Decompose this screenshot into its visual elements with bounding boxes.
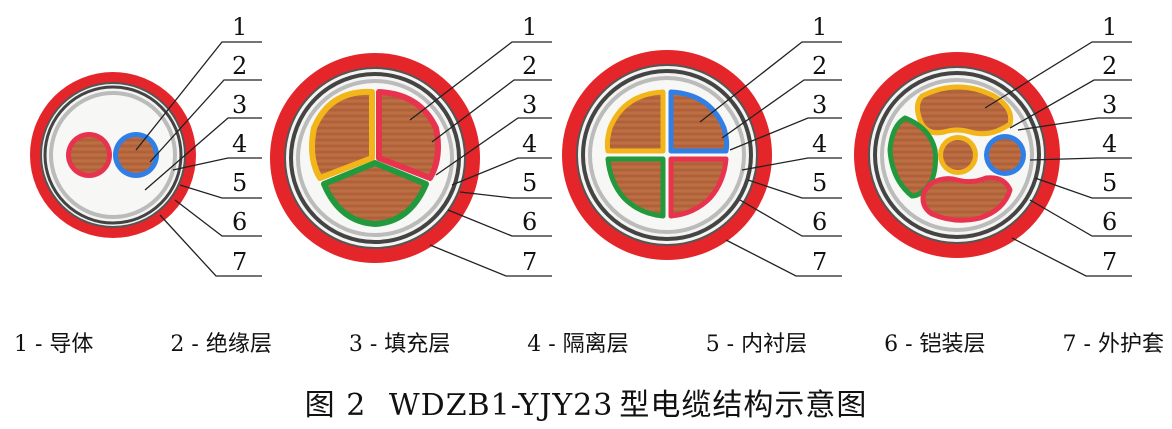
leader-lines	[984, 41, 1132, 277]
label: 2	[812, 52, 827, 80]
label: 1	[522, 13, 537, 41]
label: 3	[1102, 91, 1117, 119]
label: 1	[1102, 13, 1117, 41]
cable-4-core: 1 2 3 4 5 6 7	[562, 13, 842, 277]
legend-item-outer-sheath: 7 - 外护套	[1062, 332, 1164, 357]
insulation-green	[321, 160, 429, 227]
label: 2	[1102, 52, 1117, 80]
label: 7	[522, 248, 537, 276]
label: 5	[1102, 169, 1117, 197]
legend-item-filler: 3 - 填充层	[348, 332, 451, 357]
label: 3	[232, 91, 247, 119]
label: 7	[812, 248, 827, 276]
insulation-yellow	[914, 84, 1014, 137]
label: 2	[232, 52, 247, 80]
insulation-red	[376, 89, 441, 181]
label: 4	[232, 130, 247, 158]
legend-item-armour: 6 - 铠装层	[884, 332, 986, 357]
insulation-red	[668, 156, 729, 219]
label: 7	[1102, 248, 1117, 276]
cable-3-core: 1 2 3 4 5 6 7	[270, 13, 552, 277]
insulation-blue	[668, 89, 730, 154]
caption-title: 型电缆结构示意图	[619, 388, 868, 423]
inner-lining	[588, 76, 746, 234]
label: 6	[1102, 208, 1117, 236]
label: 3	[812, 91, 827, 119]
legend-item-separator: 4 - 隔离层	[527, 332, 629, 357]
armour-ring-inner	[289, 72, 461, 244]
legend-item-insulation: 2 - 绝缘层	[170, 332, 272, 357]
label: 6	[812, 208, 827, 236]
insulation-green	[605, 156, 666, 219]
layer-legend: 1 - 导体 2 - 绝缘层 3 - 填充层 4 - 隔离层 5 - 内衬层 6…	[14, 326, 1164, 358]
conductor	[943, 140, 973, 170]
label: 5	[522, 169, 537, 197]
legend-item-conductor: 1 - 导体	[14, 332, 94, 357]
cable-5-core: 1 2 3 4 5 6 7	[854, 13, 1132, 277]
insulation-yellow	[309, 88, 375, 181]
label: 6	[522, 208, 537, 236]
label: 1	[232, 13, 247, 41]
label: 4	[812, 130, 827, 158]
label: 4	[522, 130, 537, 158]
label: 1	[812, 13, 827, 41]
label: 3	[522, 91, 537, 119]
conductor	[71, 137, 107, 173]
leader-lines	[409, 41, 552, 277]
insulation-red	[920, 175, 1013, 223]
armour-ring-inner	[43, 85, 183, 225]
label: 5	[232, 169, 247, 197]
conductor	[989, 139, 1021, 171]
cable-structure-diagram: 1 2 3 4 5 6 7 1 2 3 4 5 6 7	[30, 13, 1132, 277]
cable-2-core: 1 2 3 4 5 6 7	[30, 13, 262, 277]
leader-lines	[135, 41, 262, 277]
label: 4	[1102, 130, 1117, 158]
armour-ring-inner	[581, 69, 753, 241]
legend-item-inner-lining: 5 - 内衬层	[705, 332, 808, 357]
armour-ring-inner	[873, 71, 1041, 239]
label: 7	[232, 248, 247, 276]
label: 5	[812, 169, 827, 197]
label: 2	[522, 52, 537, 80]
label: 6	[232, 208, 247, 236]
leader-lines	[699, 41, 842, 277]
conductor	[118, 137, 154, 173]
cable-model: WDZB1-YJY23	[388, 388, 614, 423]
insulation-yellow	[604, 89, 666, 154]
figure-number: 图 2	[304, 388, 367, 423]
